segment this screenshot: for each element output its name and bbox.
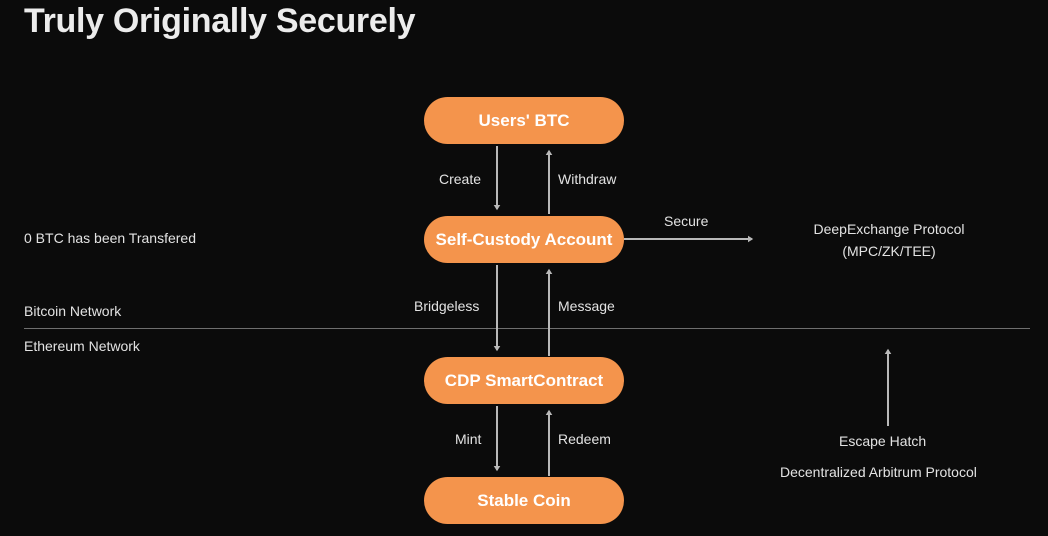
deepexchange-protocol-block: DeepExchange Protocol (MPC/ZK/TEE): [790, 218, 988, 262]
node-self-custody-account[interactable]: Self-Custody Account: [424, 216, 624, 263]
layer-label-ethereum-network: Ethereum Network: [24, 338, 140, 354]
edge-label-withdraw: Withdraw: [558, 171, 617, 187]
node-cdp-smartcontract[interactable]: CDP SmartContract: [424, 357, 624, 404]
edge-label-bridgeless: Bridgeless: [414, 298, 480, 314]
transferred-status: 0 BTC has been Transfered: [24, 230, 196, 246]
deepexchange-protocol-tech: (MPC/ZK/TEE): [842, 243, 936, 259]
edge-label-redeem: Redeem: [558, 431, 611, 447]
node-stable-coin[interactable]: Stable Coin: [424, 477, 624, 524]
edge-label-escape-hatch: Escape Hatch: [839, 433, 927, 449]
node-users-btc[interactable]: Users' BTC: [424, 97, 624, 144]
edge-label-mint: Mint: [455, 431, 482, 447]
deepexchange-protocol-name: DeepExchange Protocol: [813, 221, 965, 237]
arbitrum-protocol-label: Decentralized Arbitrum Protocol: [780, 464, 977, 480]
page-title: Truly Originally Securely: [24, 2, 416, 40]
edge-label-create: Create: [439, 171, 482, 187]
edge-label-message: Message: [558, 298, 615, 314]
layer-label-bitcoin-network: Bitcoin Network: [24, 303, 122, 319]
network-divider: [24, 328, 1030, 329]
edge-label-secure: Secure: [664, 213, 709, 229]
